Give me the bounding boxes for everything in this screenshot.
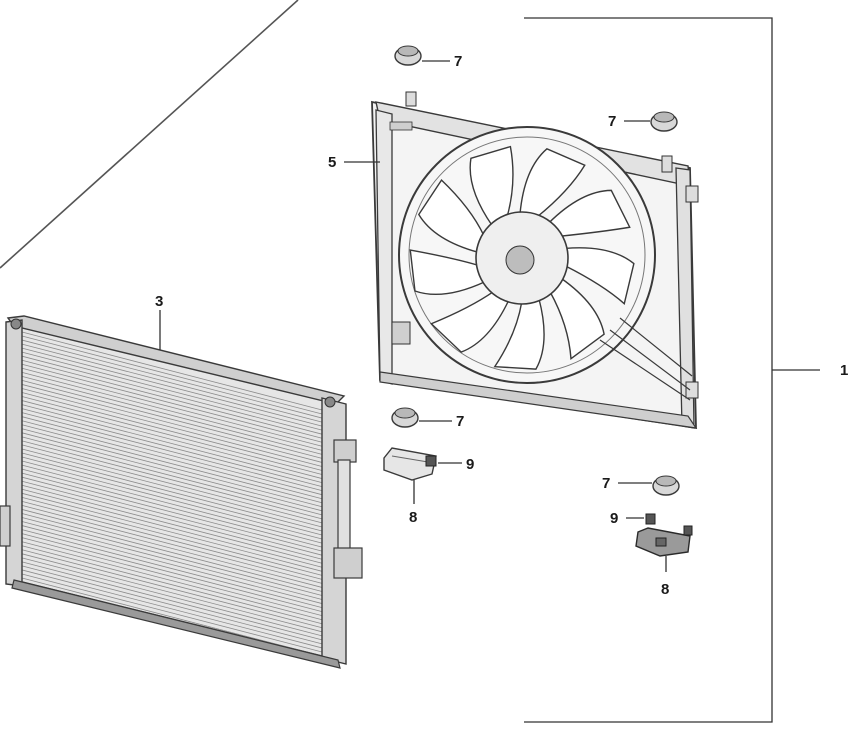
condenser-fin-line <box>21 476 323 556</box>
callout-9-left: 9 <box>466 456 474 473</box>
condenser-fin-line <box>21 343 323 423</box>
condenser-fin-line <box>21 472 323 552</box>
condenser-fin-line <box>21 339 323 419</box>
condenser-fin-line <box>21 517 323 596</box>
condenser-fin-line <box>21 444 323 524</box>
grommet-top-right <box>650 111 678 132</box>
condenser-fin-line <box>21 412 323 492</box>
grommet-lower-right <box>652 475 680 496</box>
condenser-fin-line <box>21 448 323 528</box>
condenser-fin-line <box>21 549 323 629</box>
condenser-fin-line <box>21 428 323 508</box>
condenser-fin-line <box>21 335 323 415</box>
condenser-fin-line <box>21 537 323 617</box>
condenser-fin-line <box>21 573 323 653</box>
condenser-fin-line <box>21 331 323 411</box>
callout-3: 3 <box>155 293 163 310</box>
clip-left <box>425 455 437 467</box>
callout-8-left: 8 <box>409 509 417 526</box>
condenser-fin-line <box>21 400 323 479</box>
callout-1: 1 <box>840 362 848 379</box>
condenser-fin-line <box>21 509 323 588</box>
condenser-fin-line <box>21 500 323 580</box>
callout-5: 5 <box>328 154 336 171</box>
condenser-fin-line <box>21 384 323 463</box>
fan-blade <box>417 179 485 254</box>
condenser-fin-line <box>21 424 323 504</box>
condenser-fin-line <box>21 460 323 540</box>
condenser-fin-line <box>21 569 323 649</box>
callout-7-mid: 7 <box>456 413 464 430</box>
fan-blade <box>549 277 605 361</box>
condenser-fin-line <box>21 436 323 516</box>
condenser-fin-line <box>21 371 323 451</box>
callout-8-right: 8 <box>661 581 669 598</box>
condenser-fin-line <box>21 525 323 604</box>
condenser-fin-line <box>21 521 323 600</box>
condenser-fin-line <box>21 492 323 572</box>
condenser-fin-line <box>21 363 323 443</box>
fan-blade <box>564 247 635 305</box>
callout-7-lower-right: 7 <box>602 475 610 492</box>
condenser-fin-line <box>21 355 323 435</box>
condenser-fin-line <box>21 565 323 645</box>
condenser-fin-line <box>21 577 323 657</box>
condenser-fin-line <box>21 505 323 584</box>
grommet-mid <box>391 407 419 428</box>
fan-shroud <box>371 91 699 430</box>
callout-7-top: 7 <box>454 53 462 70</box>
callout-7-top-right: 7 <box>608 113 616 130</box>
condenser-fin-line <box>21 480 323 560</box>
condenser-fin-line <box>21 396 323 475</box>
condenser-fin-line <box>21 557 323 637</box>
condenser-fin-line <box>21 533 323 613</box>
grommet-top <box>394 45 422 66</box>
condenser-fin-line <box>21 351 323 431</box>
condenser-fin-line <box>21 529 323 608</box>
condenser-fin-line <box>21 388 323 467</box>
condenser-fin-line <box>21 375 323 455</box>
callout-9-right: 9 <box>610 510 618 527</box>
condenser-fin-line <box>21 359 323 439</box>
condenser-fin-line <box>21 496 323 576</box>
condenser-fin-line <box>21 432 323 512</box>
condenser-fin-line <box>21 468 323 548</box>
fan-blade <box>469 145 514 227</box>
condenser-fin-line <box>21 367 323 447</box>
condenser-fin-line <box>21 553 323 633</box>
bracket-left <box>383 447 437 481</box>
condenser-fin-line <box>21 456 323 536</box>
condenser-fin-line <box>21 404 323 483</box>
diagonal-guide-line <box>0 0 299 269</box>
fan-blade <box>519 147 586 218</box>
condenser <box>0 315 363 669</box>
condenser-fin-line <box>21 513 323 592</box>
condenser-fin-line <box>21 347 323 427</box>
bracket-right <box>635 527 691 557</box>
condenser-fin-line <box>21 464 323 544</box>
condenser-fin-line <box>21 416 323 496</box>
condenser-fin-line <box>21 392 323 471</box>
fan-blade <box>430 290 510 353</box>
clip-right <box>645 513 693 536</box>
condenser-fin-line <box>21 408 323 488</box>
condenser-fin-line <box>21 541 323 621</box>
condenser-fin-line <box>21 545 323 625</box>
condenser-fin-line <box>21 420 323 500</box>
fan-blade <box>547 189 631 237</box>
condenser-fin-line <box>21 484 323 564</box>
condenser-fin-line <box>21 452 323 532</box>
condenser-fin-line <box>21 561 323 641</box>
condenser-fin-line <box>21 440 323 520</box>
fan-blade <box>409 249 486 296</box>
condenser-fin-line <box>21 380 323 459</box>
fan-blade <box>493 297 545 370</box>
assembly-bracket <box>524 17 820 723</box>
condenser-fin-line <box>21 488 323 568</box>
